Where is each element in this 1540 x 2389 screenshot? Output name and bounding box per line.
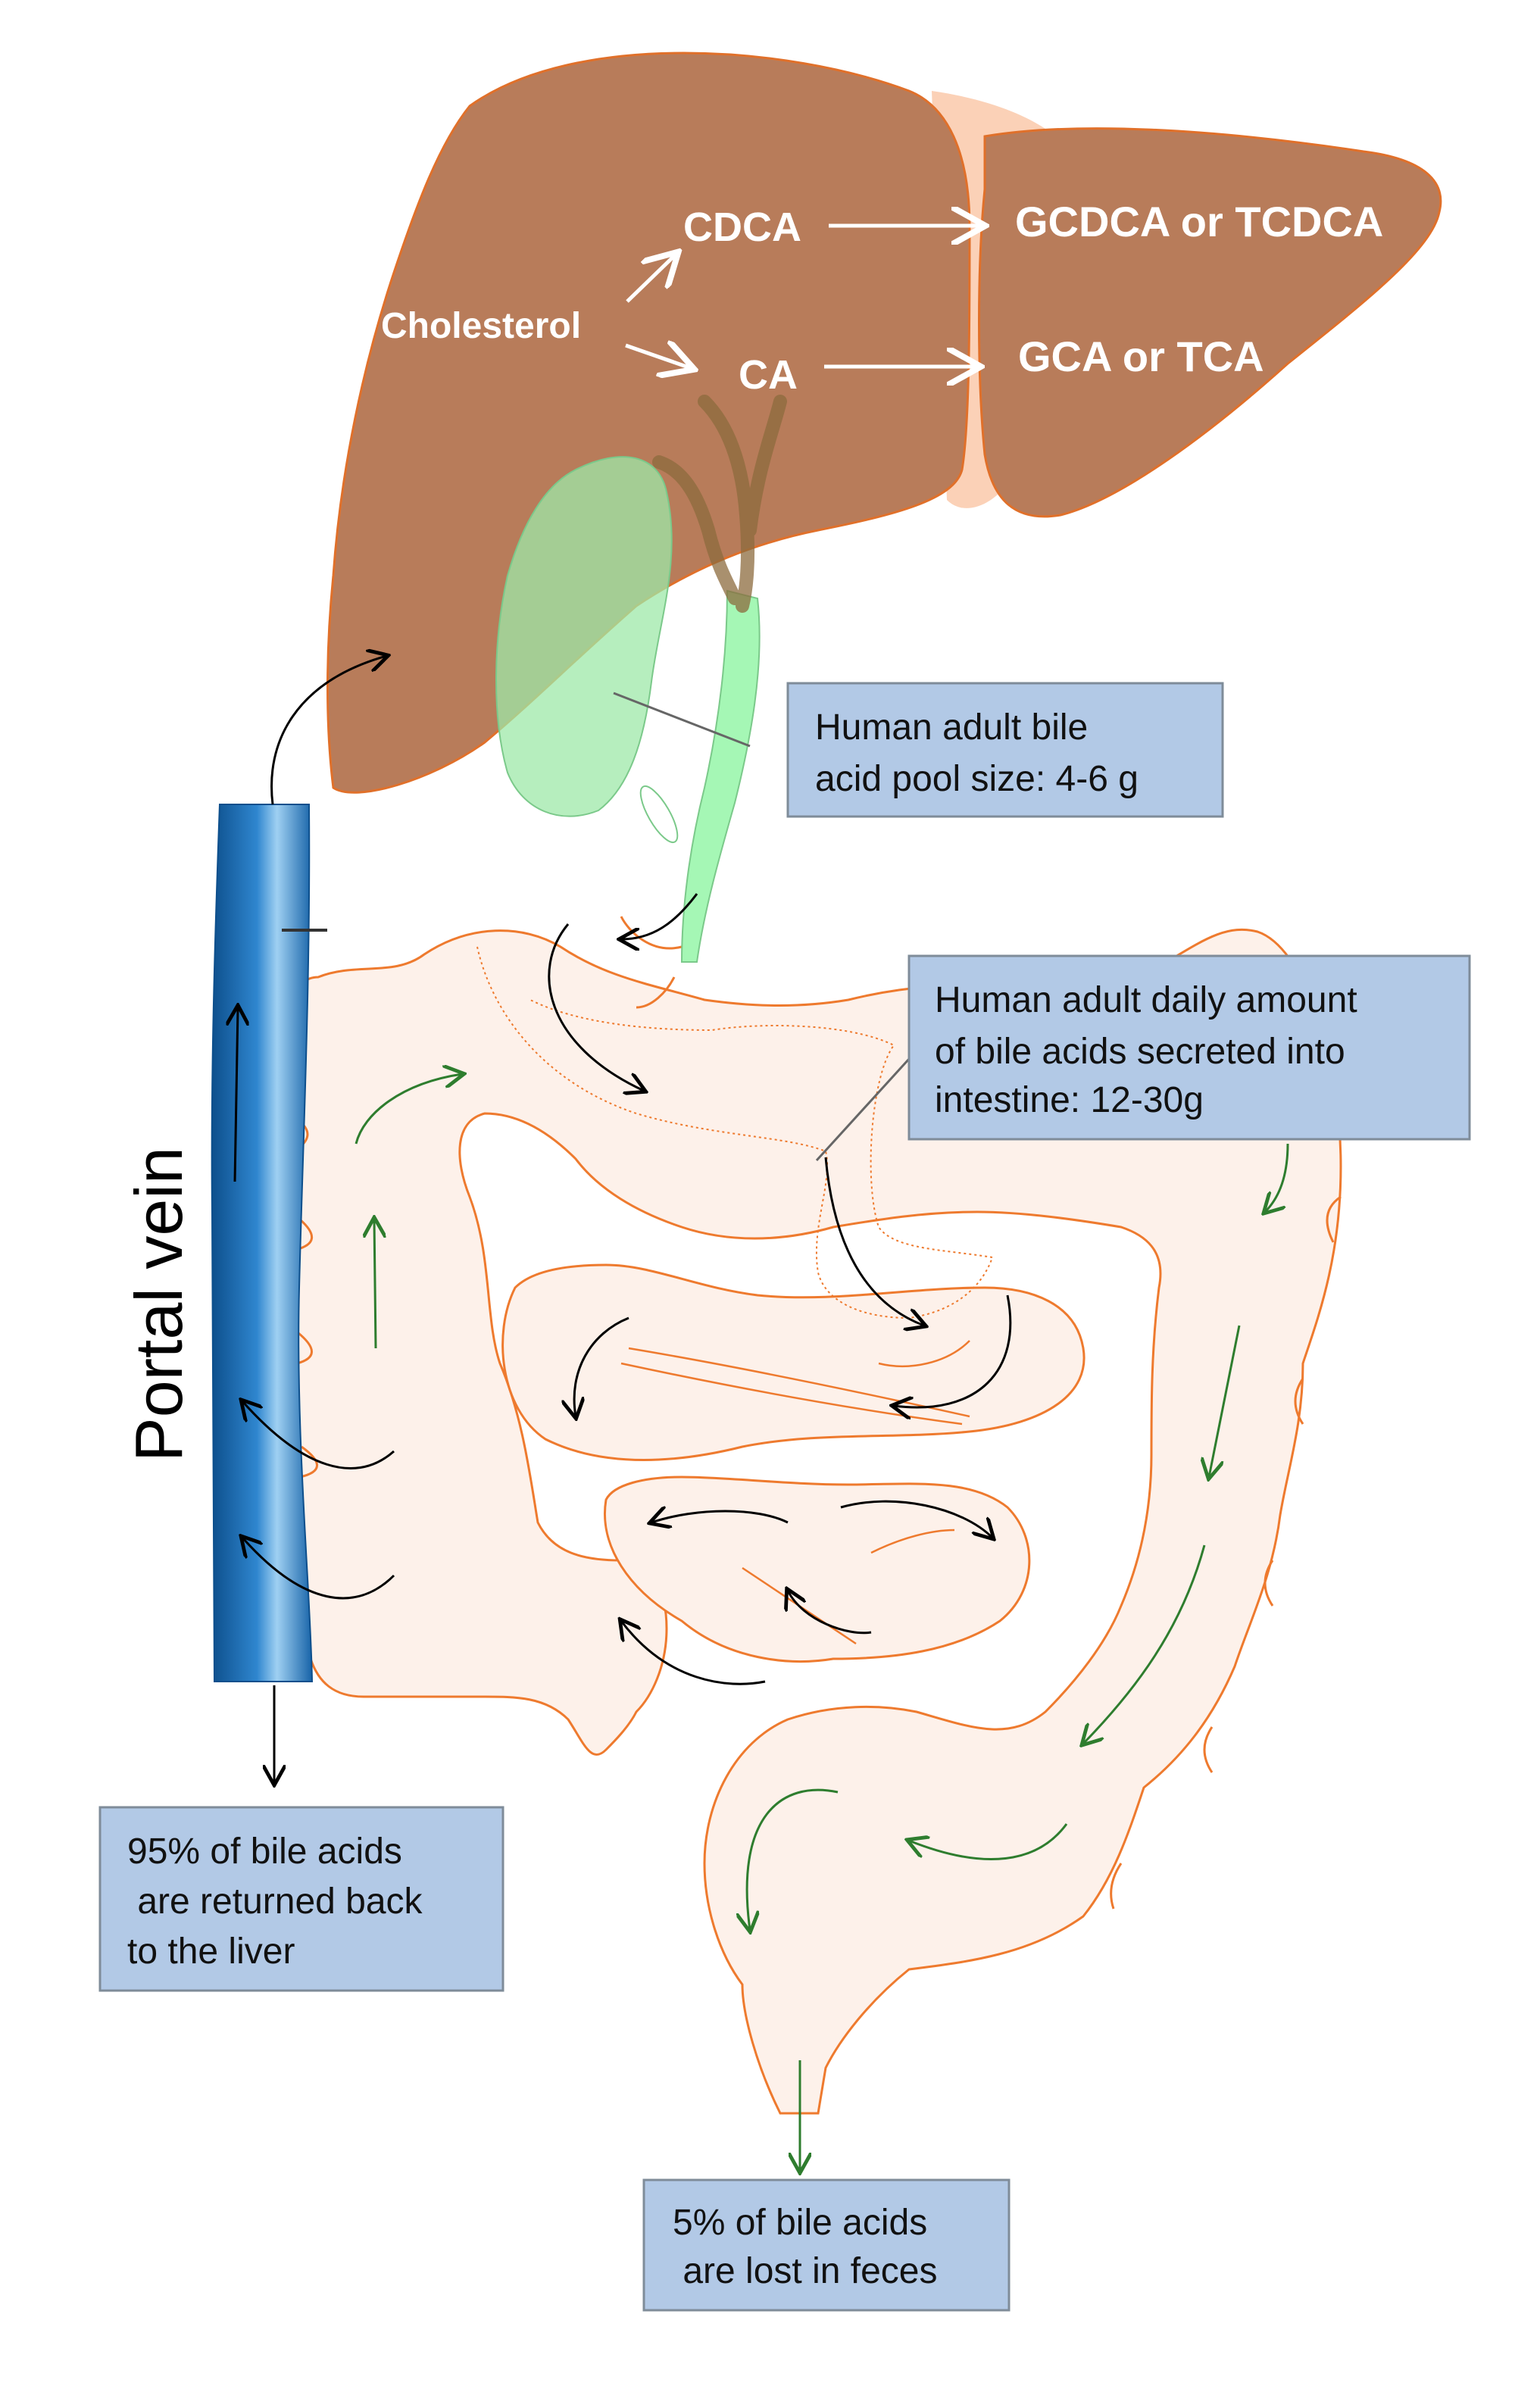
black-flow-arrows bbox=[235, 656, 1012, 1783]
arrow-absorb-2 bbox=[242, 1538, 395, 1600]
arrow-ileum-3 bbox=[788, 1591, 872, 1635]
arrow-duct-into-duodenum bbox=[621, 893, 698, 939]
portal-vein-tube bbox=[211, 804, 314, 1682]
green-arrow-sigmoid-1 bbox=[909, 1823, 1068, 1860]
returned-line-2: are returned back bbox=[127, 1882, 423, 1922]
arrow-vein-upward bbox=[235, 1007, 238, 1182]
label-portal-vein: Portal vein bbox=[121, 1147, 196, 1462]
returned-line-1: 95% of bile acids bbox=[127, 1832, 402, 1872]
green-arrow-hepatic bbox=[1265, 1143, 1289, 1212]
returned-box-bg bbox=[98, 1806, 504, 1992]
small-intestine-loop-2 bbox=[604, 1476, 1031, 1663]
small-intestine bbox=[501, 916, 1085, 1663]
returned-box: 95% of bile acids are returned back to t… bbox=[98, 1806, 504, 1992]
lost-line-1: 5% of bile acids bbox=[673, 2203, 927, 2243]
pool-size-box-bg bbox=[786, 682, 1224, 818]
small-intestine-loop-1 bbox=[501, 1263, 1085, 1461]
green-arrow-ascending-2 bbox=[374, 1219, 376, 1349]
liver-left-lobe bbox=[978, 127, 1442, 518]
arrow-vein-to-liver bbox=[270, 656, 386, 805]
arrow-jejunum-2 bbox=[574, 1316, 629, 1416]
pool-size-pointer bbox=[613, 692, 751, 748]
label-ca: CA bbox=[739, 352, 798, 398]
lost-line-2: are lost in feces bbox=[673, 2251, 938, 2291]
green-flow-arrows bbox=[355, 1074, 1289, 2171]
arrow-jejunum-1 bbox=[824, 1157, 924, 1326]
arrow-ileum-1 bbox=[840, 1500, 992, 1538]
daily-amount-box: Human adult daily amount of bile acids s… bbox=[907, 954, 1471, 1141]
daily-amount-box-bg bbox=[907, 954, 1471, 1141]
arrow-jejunum-3 bbox=[894, 1294, 1012, 1407]
pool-size-line-2: acid pool size: 4-6 g bbox=[815, 759, 1139, 799]
arrow-duodenum-loop bbox=[548, 923, 644, 1091]
label-gcdca-tcdca: GCDCA or TCDCA bbox=[1015, 198, 1383, 245]
stomach-outline-dotted bbox=[476, 946, 994, 1319]
intestine-folds bbox=[620, 1340, 970, 1645]
label-cholesterol: Cholesterol bbox=[381, 306, 581, 346]
arrow-absorb-1 bbox=[242, 1401, 395, 1469]
liver bbox=[326, 52, 1442, 794]
green-arrow-sigmoid-2 bbox=[747, 1788, 839, 1930]
green-arrow-ascending-1 bbox=[355, 1074, 462, 1145]
lost-box: 5% of bile acids are lost in feces bbox=[642, 2178, 1011, 2312]
synthesis-arrows bbox=[625, 226, 982, 368]
gallbladder bbox=[495, 456, 673, 817]
duodenum bbox=[620, 916, 683, 1009]
daily-amount-line-3: intestine: 12-30g bbox=[935, 1080, 1204, 1120]
hepatic-ducts bbox=[652, 395, 787, 613]
arrow-cholesterol-to-ca bbox=[625, 345, 691, 368]
label-cdca: CDCA bbox=[683, 205, 801, 250]
arrow-ileum-2 bbox=[651, 1511, 789, 1522]
daily-amount-pointer bbox=[815, 1057, 911, 1162]
green-arrow-descending-2 bbox=[1083, 1544, 1206, 1744]
large-intestine bbox=[283, 928, 1342, 2115]
arrow-ileum-4 bbox=[621, 1621, 766, 1685]
gallbladder-and-bile-duct bbox=[495, 395, 787, 963]
arrow-cholesterol-to-cdca bbox=[626, 255, 676, 303]
pool-size-line-1: Human adult bile bbox=[815, 707, 1088, 748]
colon-shape bbox=[283, 928, 1342, 2115]
pool-size-box: Human adult bile acid pool size: 4-6 g bbox=[786, 682, 1224, 818]
pancreatic-duct-ring bbox=[639, 785, 679, 844]
green-arrow-descending-1 bbox=[1209, 1325, 1241, 1477]
label-gca-tca: GCA or TCA bbox=[1018, 333, 1264, 380]
common-bile-duct bbox=[680, 589, 761, 963]
daily-amount-line-2: of bile acids secreted into bbox=[935, 1032, 1345, 1072]
lost-box-bg bbox=[642, 2178, 1011, 2312]
daily-amount-line-1: Human adult daily amount bbox=[935, 980, 1357, 1020]
returned-line-3: to the liver bbox=[127, 1931, 295, 1972]
